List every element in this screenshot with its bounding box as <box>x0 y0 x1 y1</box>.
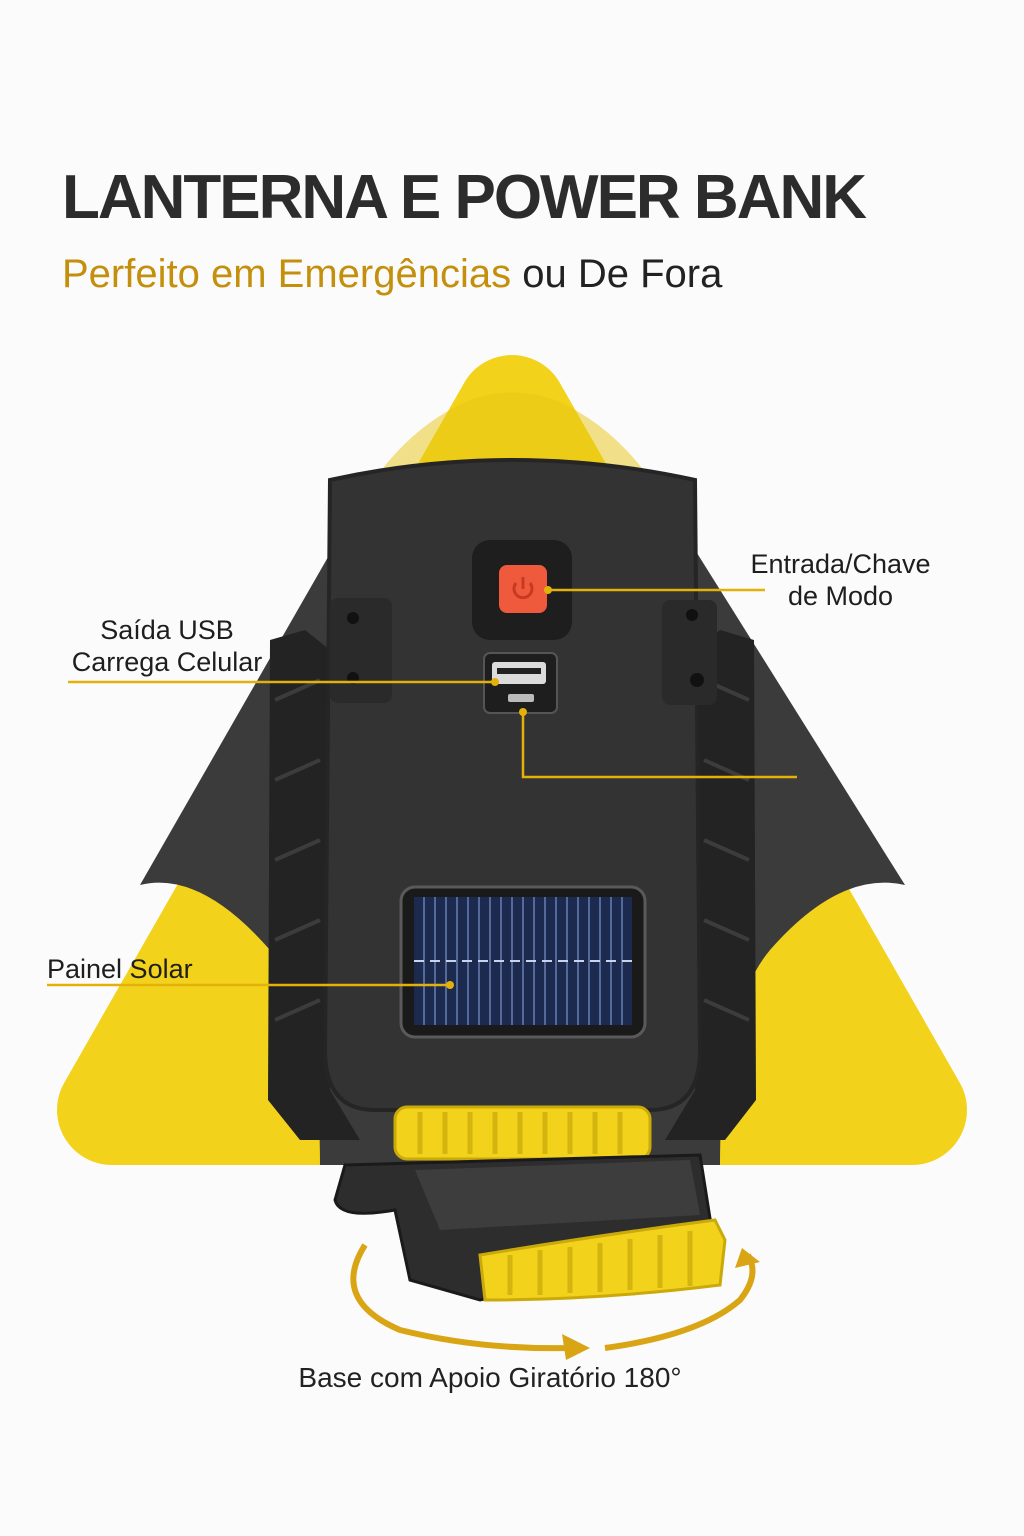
page-subtitle: Perfeito em Emergências ou De Fora <box>62 252 722 297</box>
callout-solar-panel: Painel Solar <box>47 954 193 984</box>
page-title: LANTERNA E POWER BANK <box>62 163 867 232</box>
callout-lines <box>47 588 797 987</box>
power-icon <box>512 577 534 600</box>
subtitle-highlight: Perfeito em Emergências <box>62 252 512 296</box>
callout-base: Base com Apoio Giratório 180° <box>298 1362 682 1393</box>
callout-mode-switch: Entrada/Chave de Modo <box>738 548 943 612</box>
rotation-arrows-icon <box>350 1243 756 1352</box>
callout-usb-line1: Saída USB <box>100 615 234 645</box>
callout-usb-output: Saída USB Carrega Celular <box>62 614 272 678</box>
callout-usb-line2: Carrega Celular <box>71 647 263 677</box>
subtitle-rest: ou De Fora <box>522 252 723 296</box>
callout-mode-switch-line2: de Modo <box>787 581 894 611</box>
callout-mode-switch-line1: Entrada/Chave <box>750 549 931 579</box>
left-bracket <box>330 598 392 703</box>
micro-usb-port <box>508 694 534 702</box>
